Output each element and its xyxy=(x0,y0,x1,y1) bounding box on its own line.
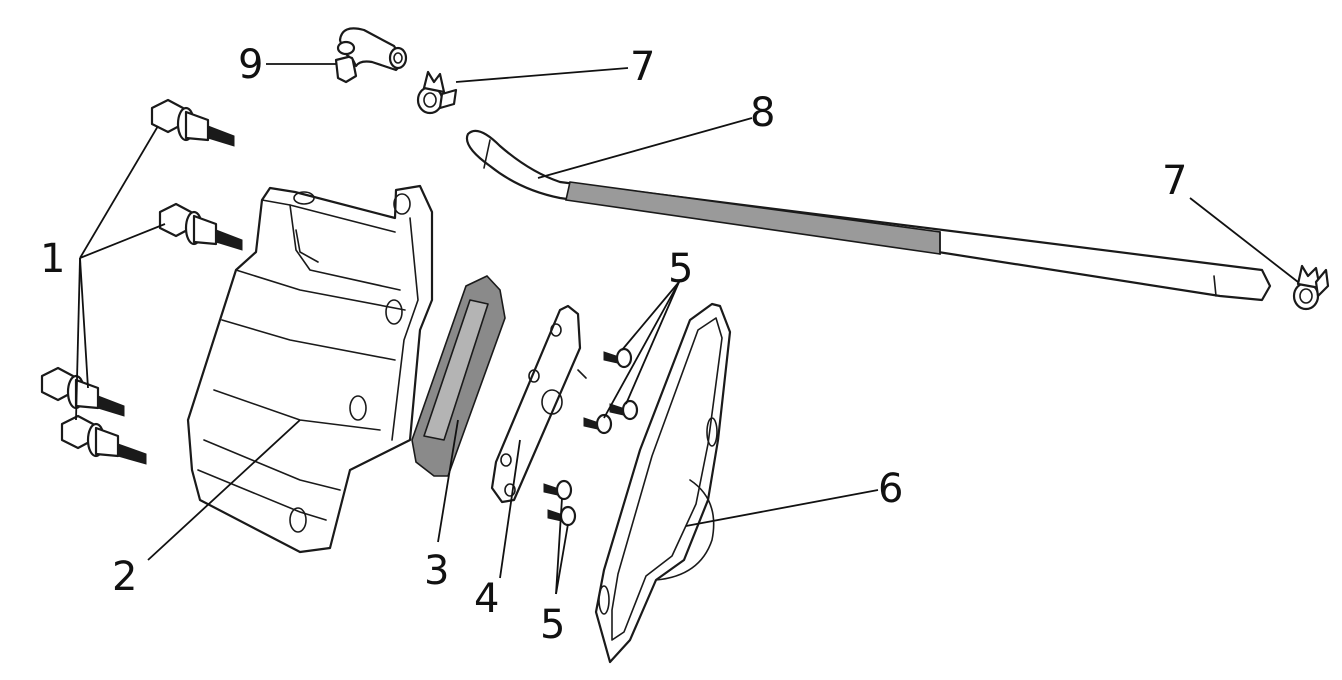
leader-lines xyxy=(75,63,1299,595)
callout-1: 1 xyxy=(40,236,65,282)
base-plate-4 xyxy=(490,304,587,504)
screw-5-b xyxy=(609,399,639,421)
bolt-1-third xyxy=(40,366,125,417)
callout-6: 6 xyxy=(878,466,903,512)
screw-5-d xyxy=(543,479,573,501)
callout-4: 4 xyxy=(474,576,499,622)
callout-5-top: 5 xyxy=(668,246,693,292)
callout-3: 3 xyxy=(424,548,449,594)
bolt-1-top xyxy=(150,98,235,147)
callout-7-right: 7 xyxy=(1162,158,1187,204)
elbow-fitting-9 xyxy=(334,27,408,84)
callout-5-bottom: 5 xyxy=(540,602,565,648)
callout-9: 9 xyxy=(238,42,263,88)
housing-cover-2 xyxy=(186,184,434,554)
bolt-1-second xyxy=(158,202,243,251)
outer-gasket-6 xyxy=(594,302,732,664)
gasket-plate-3 xyxy=(411,275,506,477)
bolt-1-fourth xyxy=(60,414,147,465)
screw-5-a xyxy=(603,347,633,369)
breather-hose-8 xyxy=(465,129,1272,302)
callout-8: 8 xyxy=(750,90,775,136)
screw-5-c xyxy=(583,413,613,435)
callout-7-top: 7 xyxy=(630,44,655,90)
hose-clamp-7-right xyxy=(1292,264,1330,311)
hose-clamp-7-top xyxy=(416,70,458,115)
callout-2: 2 xyxy=(112,554,137,600)
